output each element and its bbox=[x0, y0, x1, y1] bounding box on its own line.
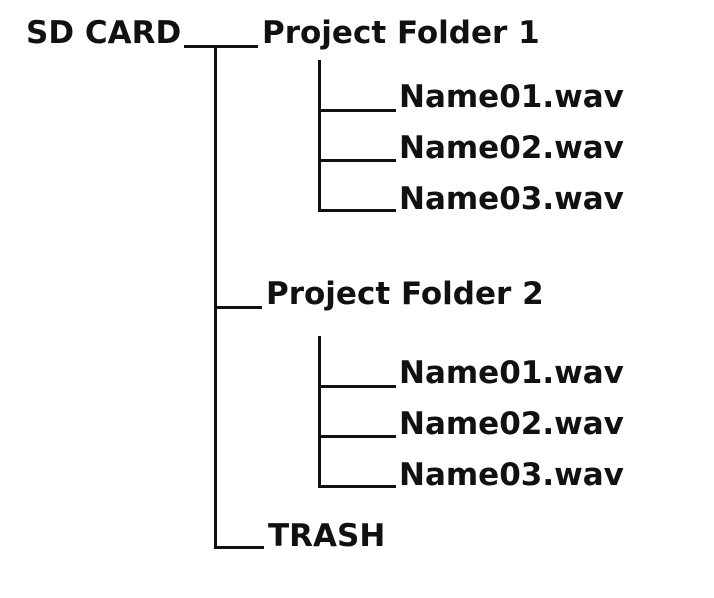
folder-1-file-1-connector bbox=[318, 109, 396, 112]
project-folder-1: Project Folder 1 bbox=[262, 15, 540, 51]
folder-2-file-1-connector bbox=[318, 385, 396, 388]
trash-folder: TRASH bbox=[268, 518, 386, 554]
folder-1-file-1: Name01.wav bbox=[399, 79, 624, 115]
folder-2-file-3: Name03.wav bbox=[399, 457, 624, 493]
trash-connector bbox=[214, 546, 264, 549]
folder-2-file-3-connector bbox=[318, 485, 396, 488]
folder-1-branch bbox=[318, 60, 321, 212]
folder-1-file-3: Name03.wav bbox=[399, 181, 624, 217]
project-folder-2: Project Folder 2 bbox=[266, 276, 544, 312]
folder-1-file-3-connector bbox=[318, 209, 396, 212]
root-connector bbox=[184, 45, 258, 48]
folder-2-file-2-connector bbox=[318, 435, 396, 438]
folder-2-branch bbox=[318, 336, 321, 488]
sd-card-root: SD CARD bbox=[26, 15, 182, 51]
main-trunk bbox=[214, 45, 217, 548]
folder-2-file-1: Name01.wav bbox=[399, 355, 624, 391]
folder-1-file-2-connector bbox=[318, 159, 396, 162]
folder-2-connector bbox=[214, 306, 262, 309]
folder-1-file-2: Name02.wav bbox=[399, 130, 624, 166]
folder-2-file-2: Name02.wav bbox=[399, 406, 624, 442]
